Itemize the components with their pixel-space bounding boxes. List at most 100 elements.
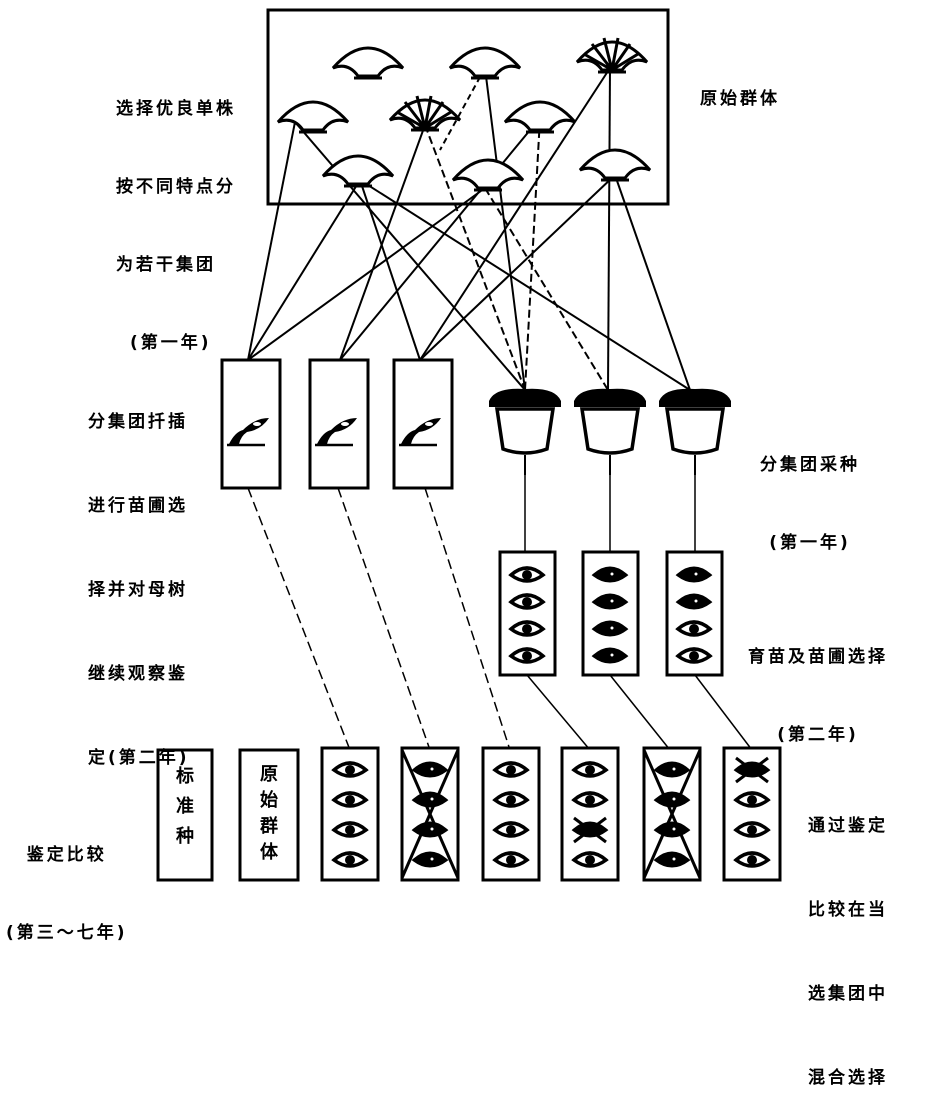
- label-line: 定(第二年): [88, 748, 190, 768]
- seed-pots: [487, 387, 733, 477]
- connector: [607, 67, 611, 391]
- evaluation-box: [642, 746, 702, 882]
- original-population-label: 原始群体: [700, 89, 780, 109]
- label-line: (第二年): [777, 725, 859, 745]
- evaluation-boxes: [320, 746, 782, 882]
- standard-variety-text: 标准种: [155, 762, 215, 852]
- tree-icon: [451, 158, 525, 192]
- seedling-boxes: [498, 550, 724, 677]
- evaluation-eye-icon: [332, 851, 368, 868]
- char: 体: [260, 842, 278, 863]
- evaluation-eye-icon: [654, 761, 690, 778]
- label-line: 育苗及苗圃选择: [748, 647, 888, 667]
- label-line: 通过鉴定: [808, 816, 888, 836]
- cuttings-stage-label: 分集团扦插 进行苗圃选 择并对母树 继续观察鉴 定(第二年): [88, 352, 190, 800]
- connector: [419, 67, 611, 361]
- mass-selection-label: 通过鉴定 比较在当 选集团中 混合选择: [808, 756, 888, 1120]
- connector: [359, 179, 691, 391]
- evaluation-eye-icon: [412, 851, 448, 868]
- tree-icon: [578, 148, 652, 182]
- connector: [339, 117, 541, 361]
- char: 始: [260, 790, 278, 811]
- evaluation-stage-label: 鉴定比较 (第三～七年): [6, 790, 128, 972]
- evaluation-eye-icon: [493, 761, 529, 778]
- evaluation-eye-icon: [734, 821, 770, 838]
- seedling-eye-icon: [592, 647, 628, 664]
- seedling-eye-icon: [592, 620, 628, 637]
- label-line: 为若干集团: [116, 255, 216, 275]
- seedling-eye-icon: [509, 593, 545, 610]
- label-line: (第一年): [769, 533, 851, 553]
- evaluation-eye-icon: [332, 761, 368, 778]
- evaluation-eye-icon: [332, 821, 368, 838]
- evaluation-eye-icon: [734, 851, 770, 868]
- label-line: 选择优良单株: [116, 99, 236, 119]
- label-line: (第三～七年): [6, 923, 128, 943]
- connector: [609, 674, 671, 751]
- seed-collection-label: 分集团采种 (第一年): [760, 400, 860, 582]
- label-line: 选集团中: [808, 984, 888, 1004]
- evaluation-eye-icon: [572, 791, 608, 808]
- connector: [337, 487, 431, 751]
- evaluation-eye-icon: [332, 791, 368, 808]
- label-line: 混合选择: [808, 1068, 888, 1088]
- char: 种: [176, 826, 194, 847]
- evaluation-eye-icon: [412, 761, 448, 778]
- tree-icon: [575, 36, 649, 74]
- evaluation-eye-icon: [572, 851, 608, 868]
- original-population-box: [266, 8, 670, 206]
- evaluation-box: [481, 746, 541, 882]
- connector: [247, 187, 486, 361]
- connector: [526, 674, 591, 751]
- select-individuals-label: 选择优良单株 按不同特点分 为若干集团 (第一年): [116, 44, 236, 382]
- connector: [424, 487, 511, 751]
- evaluation-eye-icon: [412, 821, 448, 838]
- label-line: (第一年): [130, 333, 212, 353]
- connector: [694, 674, 753, 751]
- char: 准: [176, 796, 194, 817]
- evaluation-eye-icon: [493, 851, 529, 868]
- original-population-box-text: 原始群体: [239, 762, 299, 866]
- connector: [484, 187, 609, 391]
- label-line: 分集团采种: [760, 455, 860, 475]
- seedling-eye-icon: [592, 593, 628, 610]
- standard-variety-box: [156, 748, 214, 882]
- evaluation-box: [722, 746, 782, 882]
- label-line: 进行苗圃选: [88, 496, 188, 516]
- label-line: 分集团扦插: [88, 412, 188, 432]
- reject-cross-line: [642, 749, 702, 879]
- seedling-box: [498, 550, 557, 677]
- seedling-eye-icon: [509, 647, 545, 664]
- seedling-eye-icon: [509, 620, 545, 637]
- label-line: 比较在当: [808, 900, 888, 920]
- label-line: 继续观察鉴: [88, 664, 188, 684]
- connector: [359, 179, 421, 361]
- seedling-box: [581, 550, 640, 677]
- evaluation-box: [320, 746, 380, 882]
- label-line: 择并对母树: [88, 580, 188, 600]
- pot-icon: [572, 387, 648, 477]
- char: 群: [260, 816, 278, 837]
- connector: [339, 124, 426, 361]
- seedling-eye-icon: [676, 647, 712, 664]
- char: 原: [260, 764, 278, 785]
- tree-icon: [448, 46, 522, 80]
- evaluation-eye-icon: [572, 761, 608, 778]
- evaluation-eye-icon: [734, 791, 770, 808]
- breeding-flowchart: [156, 8, 782, 882]
- seedling-eye-icon: [676, 620, 712, 637]
- pot-icon: [487, 387, 563, 477]
- evaluation-eye-icon: [654, 791, 690, 808]
- tree-icon: [276, 100, 350, 134]
- seedling-box: [665, 550, 724, 677]
- evaluation-eye-icon: [412, 791, 448, 808]
- seedling-eye-icon: [676, 566, 712, 583]
- connector: [247, 179, 361, 361]
- tree-icon: [503, 100, 577, 134]
- connector: [419, 174, 616, 361]
- seedling-selection-label: 育苗及苗圃选择 (第二年): [748, 592, 888, 774]
- connector: [614, 174, 691, 391]
- evaluation-box: [400, 746, 460, 882]
- cutting-boxes: [220, 358, 454, 490]
- seedling-eye-icon: [509, 566, 545, 583]
